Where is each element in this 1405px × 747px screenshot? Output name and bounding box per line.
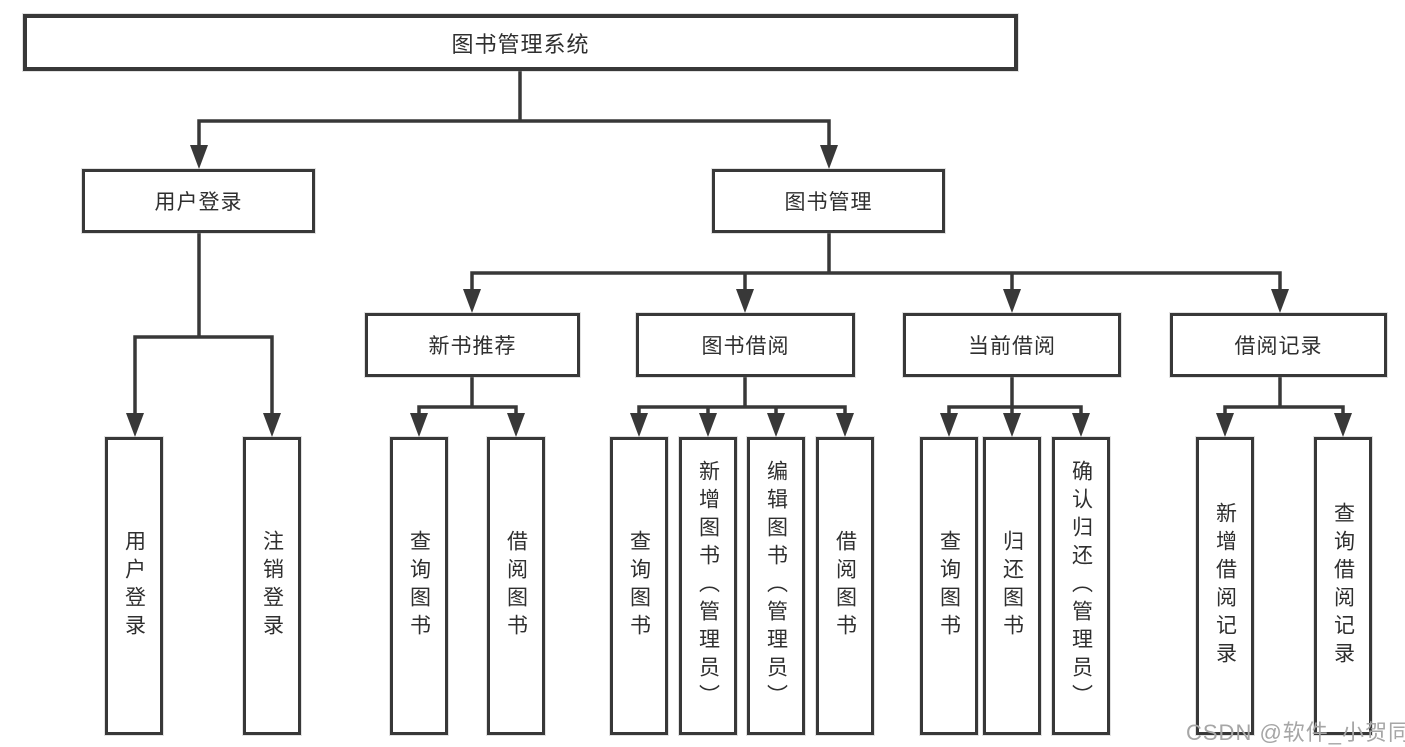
leaf-current-query-book: 查询图书 bbox=[920, 437, 978, 735]
leaf-recommend-query-book: 查询图书 bbox=[390, 437, 448, 735]
leaf-user-login-label: 用户登录 bbox=[122, 530, 146, 642]
node-borrow-records: 借阅记录 bbox=[1170, 313, 1387, 377]
node-current-borrow-label: 当前借阅 bbox=[968, 335, 1056, 358]
node-book-borrow-label: 图书借阅 bbox=[701, 335, 790, 358]
leaf-confirm-return-admin: 确认归还（管理员） bbox=[1052, 437, 1110, 735]
leaf-add-book-admin: 新增图书（管理员） bbox=[679, 437, 737, 735]
leaf-confirm-return-admin-label: 确认归还（管理员） bbox=[1069, 460, 1093, 712]
node-current-borrow: 当前借阅 bbox=[903, 313, 1121, 377]
leaf-edit-book-admin: 编辑图书（管理员） bbox=[747, 437, 805, 735]
node-user-login-label: 用户登录 bbox=[154, 191, 243, 214]
leaf-add-book-admin-label: 新增图书（管理员） bbox=[696, 460, 720, 712]
node-book-borrow: 图书借阅 bbox=[636, 313, 855, 377]
leaf-add-borrow-record: 新增借阅记录 bbox=[1196, 437, 1254, 735]
leaf-return-book: 归还图书 bbox=[983, 437, 1041, 735]
leaf-add-borrow-record-label: 新增借阅记录 bbox=[1213, 502, 1237, 670]
node-user-login: 用户登录 bbox=[82, 169, 315, 233]
node-root-label: 图书管理系统 bbox=[451, 31, 590, 57]
leaf-borrow-book: 借阅图书 bbox=[816, 437, 874, 735]
node-root-system: 图书管理系统 bbox=[23, 14, 1018, 71]
leaf-recommend-borrow-book-label: 借阅图书 bbox=[504, 530, 528, 642]
leaf-edit-book-admin-label: 编辑图书（管理员） bbox=[764, 460, 788, 712]
leaf-borrow-query-book: 查询图书 bbox=[610, 437, 668, 735]
leaf-query-borrow-record-label: 查询借阅记录 bbox=[1331, 502, 1355, 670]
leaf-logout-label: 注销登录 bbox=[260, 530, 284, 642]
csdn-watermark: CSDN @软件_小贺同学 bbox=[1186, 720, 1405, 745]
leaf-recommend-borrow-book: 借阅图书 bbox=[487, 437, 545, 735]
node-new-book-recommend-label: 新书推荐 bbox=[428, 335, 517, 358]
leaf-borrow-book-label: 借阅图书 bbox=[833, 530, 857, 642]
leaf-current-query-book-label: 查询图书 bbox=[937, 530, 961, 642]
node-borrow-records-label: 借阅记录 bbox=[1234, 335, 1323, 358]
leaf-return-book-label: 归还图书 bbox=[1000, 530, 1024, 642]
leaf-logout: 注销登录 bbox=[243, 437, 301, 735]
leaf-borrow-query-book-label: 查询图书 bbox=[627, 530, 651, 642]
node-book-management-label: 图书管理 bbox=[784, 191, 873, 214]
leaf-query-borrow-record: 查询借阅记录 bbox=[1314, 437, 1372, 735]
node-book-management: 图书管理 bbox=[712, 169, 945, 233]
leaf-user-login: 用户登录 bbox=[105, 437, 163, 735]
node-new-book-recommend: 新书推荐 bbox=[365, 313, 580, 377]
leaf-recommend-query-book-label: 查询图书 bbox=[407, 530, 431, 642]
arrow-down-icons bbox=[126, 145, 1352, 437]
